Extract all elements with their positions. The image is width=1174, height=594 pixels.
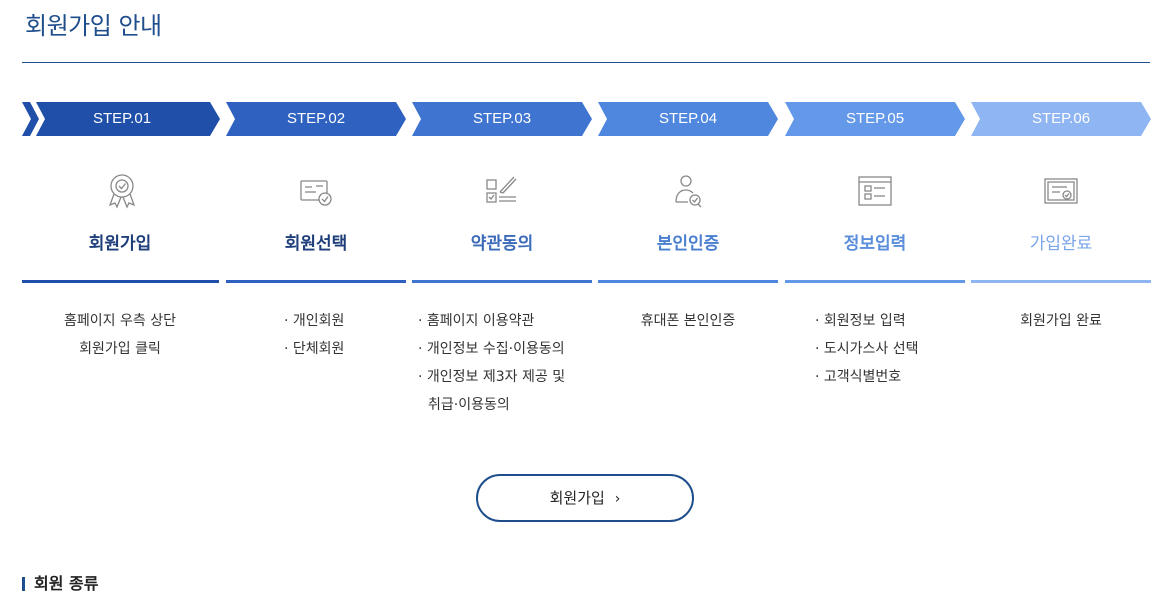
- signup-steps: STEP.01 회원가입 홈페이지 우측 상단 회원가입 클릭 STEP.02: [22, 102, 1152, 422]
- id-card-icon: [298, 172, 334, 210]
- step-desc: · 개인회원 · 단체회원: [284, 313, 345, 357]
- checklist-pen-icon: [484, 172, 520, 210]
- step-banner: STEP.06: [971, 102, 1171, 136]
- step-label: STEP.04: [658, 110, 718, 127]
- step-label: STEP.03: [472, 110, 532, 127]
- step-banner: STEP.04: [598, 102, 798, 136]
- join-button-label: 회원가입: [549, 489, 605, 507]
- step-2: STEP.02 회원선택 · 개인회원 · 단체회원: [226, 102, 426, 422]
- step-rule: [22, 280, 219, 283]
- step-5: STEP.05 정보입력 · 회원정보 입력 · 도시가스사 선택 · 고객식별…: [785, 102, 985, 422]
- step-label: STEP.06: [1031, 110, 1091, 127]
- step-label: STEP.02: [286, 110, 346, 127]
- form-window-icon: [857, 172, 893, 210]
- step-banner: STEP.01: [22, 102, 222, 136]
- step-banner: STEP.03: [412, 102, 612, 136]
- page-title: 회원가입 안내: [25, 12, 162, 40]
- step-label: STEP.05: [845, 110, 905, 127]
- step-3: STEP.03 약관동의 · 홈페이지 이용약관 · 개인정보 수집·이용동의 …: [412, 102, 612, 422]
- step-4: STEP.04 본인인증 휴대폰 본인인증: [598, 102, 798, 422]
- step-label: STEP.01: [92, 110, 152, 127]
- step-rule: [971, 280, 1151, 283]
- step-rule: [226, 280, 406, 283]
- join-button[interactable]: 회원가입 ›: [476, 474, 694, 522]
- step-desc: 회원가입 완료: [1020, 313, 1102, 329]
- certificate-check-icon: [1043, 172, 1079, 210]
- person-verify-icon: [670, 172, 706, 210]
- step-banner: STEP.02: [226, 102, 426, 136]
- step-name: 회원선택: [284, 234, 348, 254]
- step-banner: STEP.05: [785, 102, 985, 136]
- title-divider: [22, 62, 1150, 63]
- step-6: STEP.06 가입완료 회원가입 완료: [971, 102, 1171, 422]
- step-name: 가입완료: [1029, 234, 1093, 254]
- step-desc: 휴대폰 본인인증: [640, 313, 736, 329]
- step-desc: · 홈페이지 이용약관 · 개인정보 수집·이용동의 · 개인정보 제3자 제공…: [418, 313, 566, 413]
- step-desc: · 회원정보 입력 · 도시가스사 선택 · 고객식별번호: [815, 313, 919, 385]
- step-1: STEP.01 회원가입 홈페이지 우측 상단 회원가입 클릭: [22, 102, 222, 422]
- step-rule: [412, 280, 592, 283]
- step-name: 본인인증: [656, 234, 720, 254]
- award-ribbon-icon: [104, 172, 140, 210]
- step-desc: 홈페이지 우측 상단 회원가입 클릭: [64, 313, 176, 357]
- section-heading: 회원 종류: [22, 574, 98, 594]
- chevron-right-icon: ›: [614, 491, 621, 507]
- step-name: 회원가입: [88, 234, 152, 254]
- step-rule: [785, 280, 965, 283]
- step-name: 정보입력: [843, 234, 907, 254]
- step-rule: [598, 280, 778, 283]
- step-name: 약관동의: [470, 234, 534, 254]
